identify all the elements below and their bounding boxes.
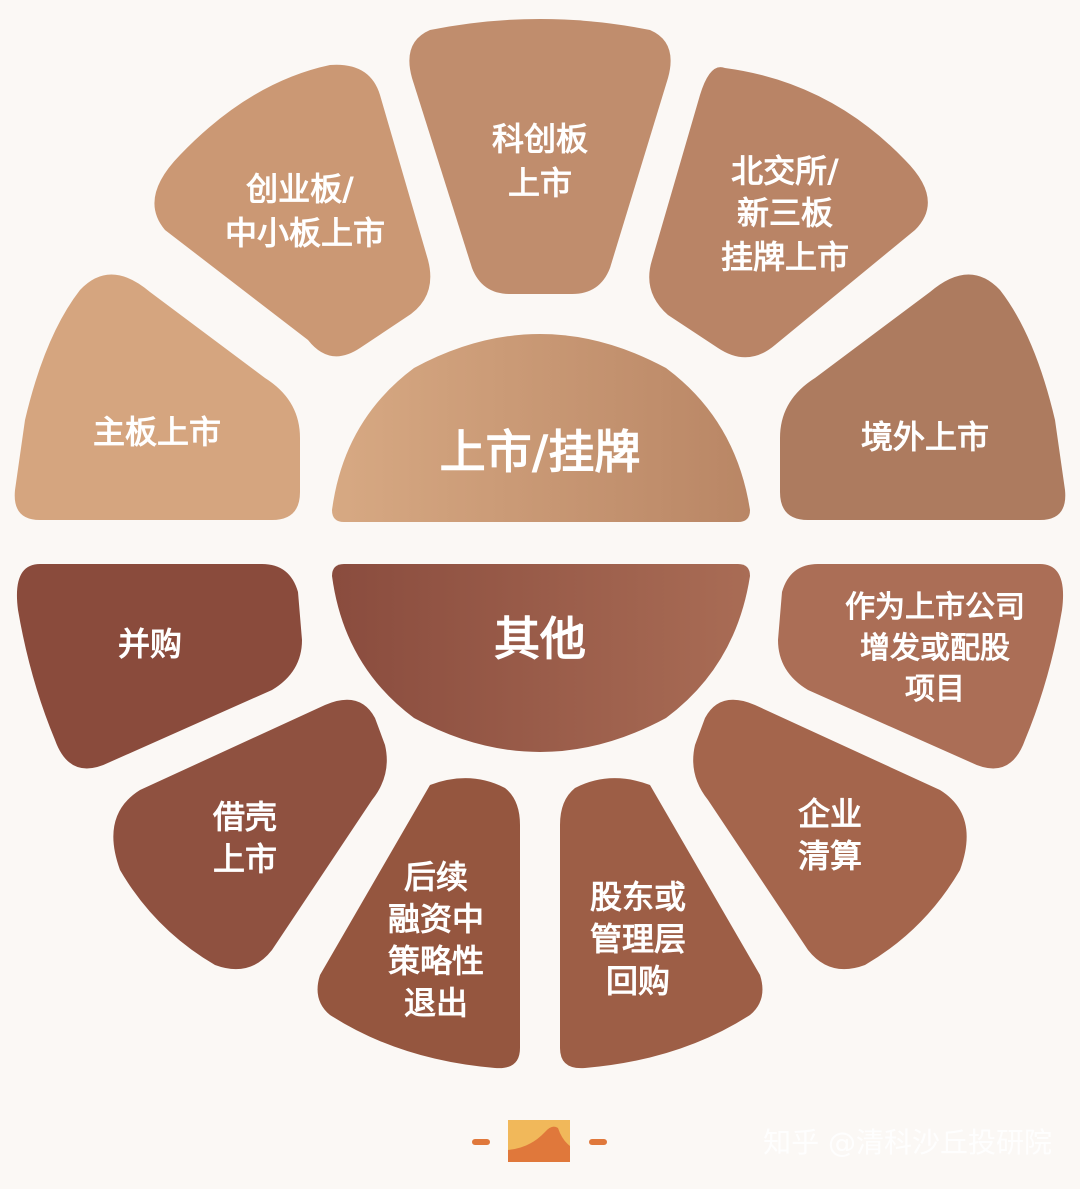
segment-label-star-1: 科创板 (492, 120, 588, 158)
segment-label-strategic-exit-3: 策略性 (388, 942, 484, 980)
segment-buyback: 股东或 管理层 回购 (560, 778, 763, 1069)
segment-label-star-2: 上市 (508, 164, 572, 202)
segment-strategic-exit: 后续 融资中 策略性 退出 (317, 778, 520, 1069)
logo-dash-right (589, 1139, 607, 1145)
hub-listing: 上市/挂牌 (332, 334, 750, 522)
segment-bse: 北交所/ 新三板 挂牌上市 (649, 67, 928, 358)
segment-chinext: 创业板/ 中小板上市 (154, 64, 431, 357)
watermark: 知乎 @清科沙丘投研院 (763, 1126, 1052, 1159)
segment-label-placement-1: 作为上市公司 (845, 590, 1025, 625)
segment-label-placement-3: 项目 (905, 672, 965, 707)
segment-label-buyback-3: 回购 (606, 962, 670, 1000)
mountain-logo-icon (508, 1120, 570, 1162)
segment-label-ma: 并购 (118, 625, 182, 663)
segment-label-chinext-1: 创业板/ (245, 170, 354, 208)
segment-label-buyback-2: 管理层 (590, 920, 686, 958)
segment-label-strategic-exit-4: 退出 (404, 984, 468, 1022)
segment-label-bse-1: 北交所/ (731, 152, 839, 190)
segment-liquidation: 企业 清算 (693, 699, 967, 970)
segment-label-main-board: 主板上市 (93, 413, 221, 451)
footer-logo (472, 1120, 607, 1162)
segment-label-chinext-2: 中小板上市 (225, 214, 385, 252)
segment-label-liquidation-1: 企业 (798, 795, 862, 833)
segment-rto: 借壳 上市 (113, 699, 387, 970)
segment-main-board: 主板上市 (14, 274, 300, 520)
segment-label-buyback-1: 股东或 (590, 878, 686, 916)
segment-label-bse-2: 新三板 (737, 194, 833, 232)
segment-label-liquidation-2: 清算 (798, 837, 862, 875)
segment-label-bse-3: 挂牌上市 (721, 238, 849, 276)
segment-star: 科创板 上市 (409, 19, 671, 294)
segment-label-overseas: 境外上市 (861, 418, 989, 456)
segment-label-rto-1: 借壳 (212, 798, 277, 836)
segment-label-placement-2: 增发或配股 (860, 631, 1010, 666)
segment-label-rto-2: 上市 (213, 840, 277, 878)
hub-label-listing: 上市/挂牌 (440, 425, 641, 479)
segment-ma: 并购 (16, 564, 303, 769)
hub-other: 其他 (332, 564, 750, 752)
hub-label-other: 其他 (494, 612, 586, 666)
segment-placement: 作为上市公司 增发或配股 项目 (778, 564, 1064, 769)
logo-dash-left (472, 1139, 490, 1145)
segment-overseas: 境外上市 (780, 274, 1066, 520)
segment-label-strategic-exit-2: 融资中 (388, 900, 484, 938)
segment-label-strategic-exit-1: 后续 (404, 858, 468, 896)
